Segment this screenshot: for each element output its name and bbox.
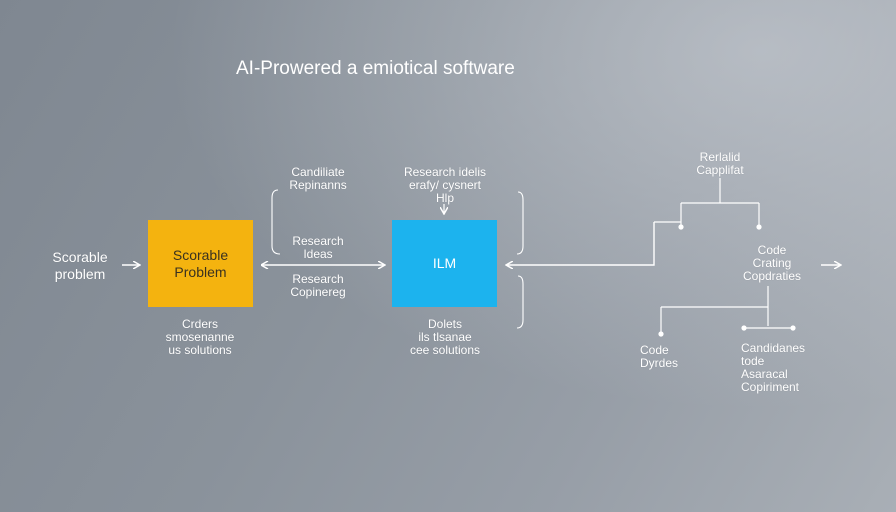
feedback-line: [507, 222, 655, 265]
code-dyrdes-label: Code Dyrdes: [640, 343, 679, 370]
right-bracket: [516, 191, 524, 255]
right-bracket-lower: [516, 275, 524, 329]
candidanes-label: Candidanes tode Asaracal Copiriment: [741, 341, 806, 394]
page-title: AI-Prowered a emiotical software: [236, 58, 515, 79]
research-ideas-label: Research Ideas: [292, 234, 344, 261]
top-right-label: Rerlalid Capplifat: [696, 150, 744, 177]
code-crating-label: Code Crating Copdraties: [742, 243, 802, 283]
llm-box: ILM: [392, 220, 497, 307]
candidate-label: Candiliate Repinanns: [289, 165, 347, 192]
left-bracket: [271, 189, 281, 255]
llm-above-label: Research idelis erafy/ cysnert Hlp: [403, 165, 487, 205]
llm-below-label: Dolets ils tlsanae cee solutions: [409, 317, 481, 357]
research-copy-label: Research Copinereg: [290, 272, 346, 299]
scorable-problem-box: Scorable Problem: [148, 220, 253, 307]
input-label: Scorable problem: [52, 249, 108, 282]
scorable-below-label: Crders smosenanne us solutions: [165, 317, 235, 357]
